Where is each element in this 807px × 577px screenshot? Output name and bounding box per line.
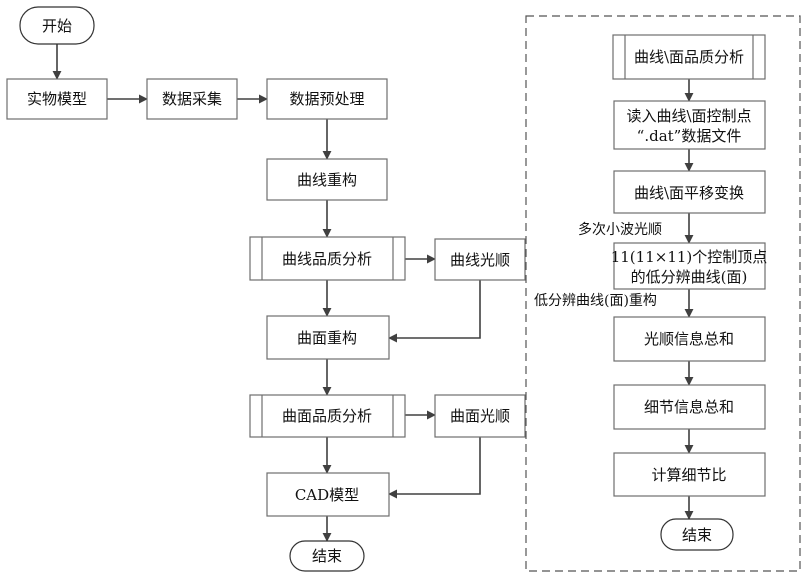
- fairing-sum-node: 光顺信息总和: [614, 317, 765, 361]
- surface-recon-label: 曲面重构: [297, 329, 357, 347]
- detail-sum-label: 细节信息总和: [644, 398, 734, 416]
- read-data-line2: “.dat”数据文件: [637, 127, 742, 145]
- surface-quality-label: 曲面品质分析: [282, 407, 372, 425]
- cad-model-node: CAD模型: [267, 473, 389, 516]
- preprocess-label: 数据预处理: [289, 90, 364, 108]
- physical-model-label: 实物模型: [27, 90, 87, 108]
- lowres-line1: 11(11×11)个控制顶点: [611, 248, 768, 266]
- ratio-label: 计算细节比: [651, 466, 726, 484]
- read-data-node: 读入曲线\面控制点 “.dat”数据文件: [614, 101, 765, 149]
- data-collection-label: 数据采集: [162, 90, 222, 108]
- end-node: 结束: [290, 541, 364, 571]
- curve-fairing-label: 曲线光顺: [450, 251, 510, 269]
- curve-quality-node: 曲线品质分析: [250, 237, 405, 280]
- start-label: 开始: [42, 17, 72, 35]
- lowres-line2: 的低分辨曲线(面): [631, 268, 748, 286]
- wavelet-note: 多次小波光顺: [578, 221, 662, 238]
- lowres-note: 低分辨曲线(面)重构: [534, 293, 657, 309]
- fairing-sum-label: 光顺信息总和: [644, 330, 734, 348]
- detail-end-node: 结束: [661, 519, 733, 550]
- data-collection-node: 数据采集: [147, 79, 237, 119]
- curve-recon-node: 曲线重构: [267, 159, 387, 200]
- start-node: 开始: [20, 7, 94, 44]
- detail-sum-node: 细节信息总和: [614, 385, 765, 429]
- translate-node: 曲线\面平移变换: [614, 171, 765, 213]
- detail-end-label: 结束: [682, 526, 712, 544]
- edge-sfairing-to-cad: [389, 437, 480, 494]
- surface-quality-node: 曲面品质分析: [250, 395, 405, 437]
- end-label: 结束: [312, 547, 342, 565]
- physical-model-node: 实物模型: [7, 79, 107, 119]
- curve-fairing-node: 曲线光顺: [435, 239, 525, 280]
- cad-model-label: CAD模型: [295, 486, 359, 504]
- translate-label: 曲线\面平移变换: [634, 184, 744, 202]
- ratio-node: 计算细节比: [614, 453, 765, 496]
- edge-fairing-to-surface: [389, 280, 480, 338]
- detail-header-node: 曲线\面品质分析: [613, 35, 765, 79]
- surface-fairing-node: 曲面光顺: [435, 395, 525, 437]
- preprocess-node: 数据预处理: [267, 79, 387, 119]
- curve-quality-label: 曲线品质分析: [282, 250, 372, 268]
- curve-recon-label: 曲线重构: [297, 171, 357, 189]
- surface-recon-node: 曲面重构: [267, 316, 389, 359]
- read-data-line1: 读入曲线\面控制点: [626, 107, 751, 125]
- surface-fairing-label: 曲面光顺: [450, 407, 510, 425]
- lowres-node: 11(11×11)个控制顶点 的低分辨曲线(面): [611, 243, 768, 289]
- detail-header-label: 曲线\面品质分析: [634, 48, 744, 66]
